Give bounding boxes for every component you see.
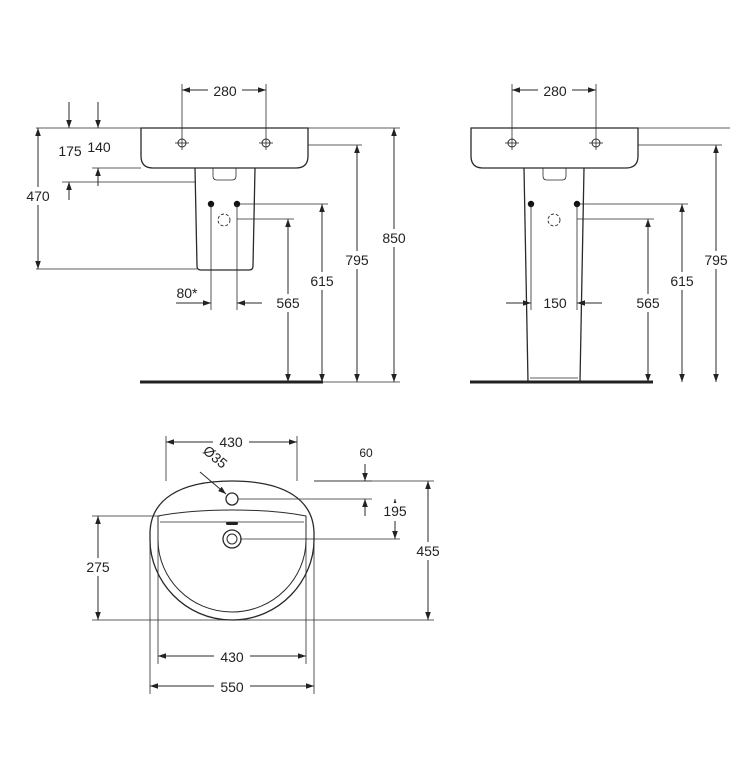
front-tap-hole-left bbox=[505, 136, 519, 150]
top-overflow-slot bbox=[226, 522, 238, 525]
side-view: 280 175 140 470 80* 565 615 bbox=[20, 80, 412, 384]
top-basin-inner bbox=[157, 509, 307, 613]
side-dim-795: 795 bbox=[345, 252, 369, 268]
top-view: 430 Ø35 60 195 455 275 430 bbox=[80, 432, 446, 695]
top-dim-275: 275 bbox=[86, 559, 110, 575]
side-dim-615: 615 bbox=[310, 273, 334, 289]
side-dim-470: 470 bbox=[26, 188, 50, 204]
front-dim-565: 565 bbox=[636, 295, 660, 311]
side-tap-hole-left bbox=[175, 136, 189, 150]
top-dim-60: 60 bbox=[359, 446, 373, 460]
side-dim-565: 565 bbox=[276, 295, 300, 311]
top-waste-outlet bbox=[222, 529, 242, 549]
side-semi-pedestal bbox=[194, 167, 256, 271]
top-dim-455: 455 bbox=[416, 543, 440, 559]
top-dim-430-bowl: 430 bbox=[220, 649, 244, 665]
side-basin-outline bbox=[140, 127, 309, 169]
front-dim-150: 150 bbox=[543, 295, 567, 311]
front-tap-hole-right bbox=[589, 136, 603, 150]
side-dim-80: 80* bbox=[176, 285, 198, 301]
top-dim-195: 195 bbox=[383, 503, 407, 519]
top-tap-hole bbox=[225, 492, 239, 506]
front-view: 280 150 565 615 795 bbox=[470, 80, 734, 384]
side-tap-spacing-label: 280 bbox=[213, 83, 237, 99]
front-dim-615: 615 bbox=[670, 273, 694, 289]
side-dim-175: 175 bbox=[58, 143, 82, 159]
front-tap-spacing-label: 280 bbox=[543, 83, 567, 99]
top-dim-430-top: 430 bbox=[219, 434, 243, 450]
front-basin-outline bbox=[470, 127, 639, 169]
front-pedestal bbox=[523, 167, 585, 383]
side-dim-850: 850 bbox=[382, 230, 406, 246]
top-basin-outer bbox=[149, 480, 315, 621]
side-dim-140: 140 bbox=[87, 139, 111, 155]
side-tap-hole-right bbox=[259, 136, 273, 150]
front-dim-795: 795 bbox=[704, 252, 728, 268]
top-dim-550: 550 bbox=[220, 679, 244, 695]
